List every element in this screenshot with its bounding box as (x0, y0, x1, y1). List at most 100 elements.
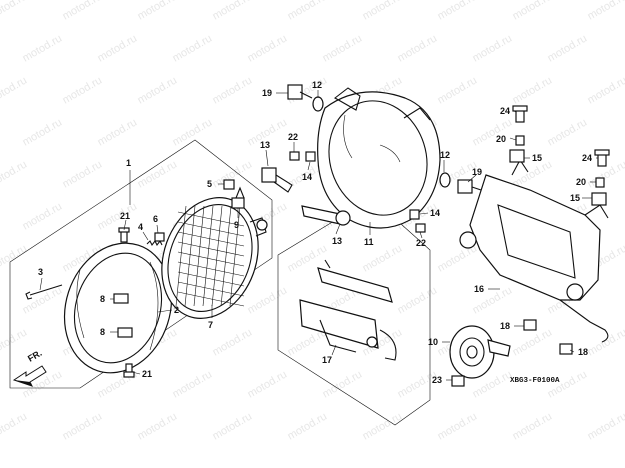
watermark-text: motod.ru (96, 32, 140, 64)
watermark-text: motod.ru (0, 242, 29, 274)
part-label-20a: 20 (496, 134, 506, 144)
watermark-text: motod.ru (361, 0, 405, 23)
clip-18-upper[interactable] (523, 319, 537, 331)
part-label-16: 16 (474, 284, 484, 294)
screw-22-lower[interactable] (415, 223, 426, 233)
part-label-8b: 8 (100, 327, 105, 337)
part-label-7: 7 (208, 320, 213, 330)
headlight-case[interactable] (314, 87, 441, 229)
watermark-text: motod.ru (246, 368, 290, 400)
collar-20-lower[interactable] (595, 177, 605, 188)
lens-grid-line (177, 251, 245, 267)
screw-22-upper[interactable] (289, 151, 300, 161)
watermark-text: motod.ru (511, 74, 555, 106)
screw-21-upper[interactable] (118, 227, 130, 243)
watermark-text: motod.ru (471, 32, 515, 64)
grommet-14-lower[interactable] (409, 209, 420, 220)
collar-20-upper[interactable] (515, 135, 525, 146)
lens-grid-line (177, 291, 245, 307)
bolt-19-lower[interactable] (457, 179, 485, 194)
watermark-text: motod.ru (96, 116, 140, 148)
part-label-21b: 21 (142, 369, 152, 379)
watermark-text: motod.ru (396, 284, 440, 316)
watermark-text: motod.ru (321, 368, 365, 400)
cushion-15-upper[interactable] (509, 149, 525, 163)
part-label-14b: 14 (430, 208, 440, 218)
watermark-text: motod.ru (171, 116, 215, 148)
collar-12-upper[interactable] (312, 96, 324, 112)
grommet-14-upper[interactable] (305, 151, 316, 162)
watermark-text: motod.ru (0, 158, 29, 190)
part-label-5: 5 (207, 179, 212, 189)
headlight-rim[interactable] (48, 229, 188, 387)
watermark-text: motod.ru (211, 410, 255, 442)
lens-grid-line (184, 205, 196, 307)
part-label-13a: 13 (260, 140, 270, 150)
clip-18-lower[interactable] (559, 343, 573, 355)
lens-grid-line (177, 241, 245, 257)
part-label-18a: 18 (500, 321, 510, 331)
spring[interactable] (146, 239, 163, 247)
watermark-text: motod.ru (246, 32, 290, 64)
watermark-text: motod.ru (171, 32, 215, 64)
bolt-24-lower[interactable] (594, 149, 610, 167)
lens-pattern (175, 205, 245, 307)
part-label-24b: 24 (582, 153, 592, 163)
part-label-9: 9 (234, 220, 239, 230)
headlight-stay-16[interactable] (459, 158, 609, 343)
watermark-text: motod.ru (511, 410, 555, 442)
horn-10[interactable] (449, 325, 511, 379)
adjusting-screw[interactable] (25, 284, 63, 300)
watermark-text: motod.ru (211, 326, 255, 358)
headlight-bracket-17[interactable] (299, 259, 397, 361)
watermark-text: motod.ru (546, 116, 590, 148)
part-label-10: 10 (428, 337, 438, 347)
watermark-text: motod.ru (61, 0, 105, 23)
collar-12-lower[interactable] (439, 172, 451, 188)
watermark-text: motod.ru (21, 116, 65, 148)
part-label-17: 17 (322, 355, 332, 365)
bolt-19-upper[interactable] (287, 84, 313, 100)
watermark-text: motod.ru (136, 0, 180, 23)
leader-lines (39, 90, 598, 381)
bulb-9[interactable] (231, 186, 245, 209)
lens-grid-line (177, 281, 245, 297)
cushion-15-lower[interactable] (591, 192, 607, 206)
watermark-text: motod.ru (546, 32, 590, 64)
screw-21-lower[interactable] (123, 363, 135, 378)
part-label-14a: 14 (302, 172, 312, 182)
watermark-text: motod.ru (321, 32, 365, 64)
part-label-21a: 21 (120, 211, 130, 221)
lens-grid-line (193, 205, 205, 307)
watermark-text: motod.ru (61, 74, 105, 106)
bolt-24-upper[interactable] (512, 105, 528, 123)
part-label-22a: 22 (288, 132, 298, 142)
watermark-text: motod.ru (21, 32, 65, 64)
bulb-socket-5[interactable] (223, 179, 235, 190)
bolt-23[interactable] (451, 375, 465, 387)
connector-13-lower[interactable] (301, 205, 351, 226)
watermark-text: motod.ru (0, 410, 29, 442)
part-label-6: 6 (153, 214, 158, 224)
part-label-23: 23 (432, 375, 442, 385)
lens-grid-line (177, 271, 245, 287)
watermark-text: motod.ru (436, 242, 480, 274)
watermark-text: motod.ru (396, 32, 440, 64)
watermark-text: motod.ru (211, 74, 255, 106)
nut-6[interactable] (154, 232, 165, 242)
front-direction-label: FR. (26, 348, 44, 364)
watermark-text: motod.ru (586, 326, 625, 358)
part-label-4: 4 (138, 222, 143, 232)
part-label-11: 11 (364, 237, 374, 247)
watermark-text: motod.ru (61, 158, 105, 190)
front-direction-arrow-icon (12, 365, 47, 387)
watermark-text: motod.ru (511, 326, 555, 358)
part-label-18b: 18 (578, 347, 588, 357)
headlight-unit[interactable] (146, 184, 275, 332)
lens-grid-line (211, 205, 223, 307)
lens-grid-line (177, 211, 245, 227)
headlight-assembly-box (9, 139, 273, 389)
connector-13-upper[interactable] (261, 167, 293, 193)
